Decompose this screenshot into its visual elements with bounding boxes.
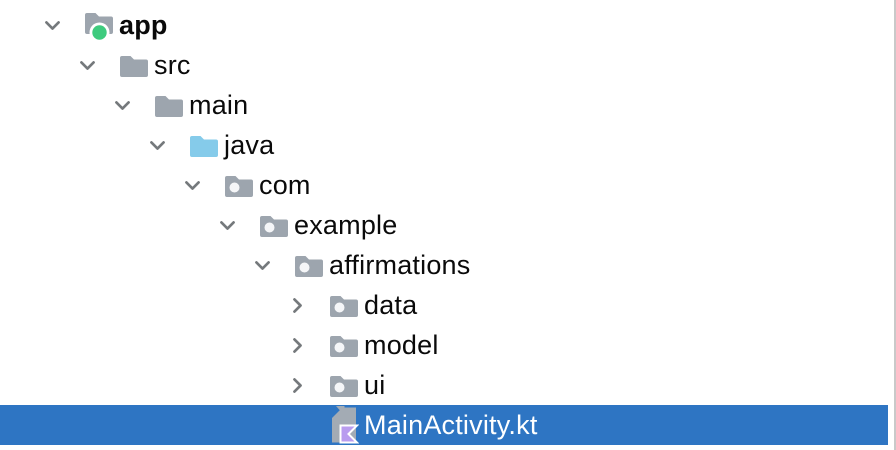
project-tree: app src main java com example affirmatio… xyxy=(0,5,888,445)
chevron-spacer xyxy=(285,405,309,445)
package-icon xyxy=(259,205,289,245)
package-icon xyxy=(329,325,359,365)
chevron-down-icon[interactable] xyxy=(75,45,99,85)
tree-row-src[interactable]: src xyxy=(0,45,888,85)
package-icon xyxy=(294,245,324,285)
tree-row-data[interactable]: data xyxy=(0,285,888,325)
chevron-down-icon[interactable] xyxy=(250,245,274,285)
package-icon xyxy=(329,365,359,405)
chevron-right-icon[interactable] xyxy=(285,285,309,325)
chevron-down-icon[interactable] xyxy=(215,205,239,245)
kotlin-file-icon xyxy=(329,405,359,445)
chevron-right-icon[interactable] xyxy=(285,325,309,365)
tree-row-app[interactable]: app xyxy=(0,5,888,45)
package-icon xyxy=(224,165,254,205)
package-icon xyxy=(329,285,359,325)
tree-row-ui[interactable]: ui xyxy=(0,365,888,405)
tree-row-model[interactable]: model xyxy=(0,325,888,365)
chevron-right-icon[interactable] xyxy=(285,365,309,405)
chevron-down-icon[interactable] xyxy=(180,165,204,205)
source-folder-icon xyxy=(189,125,219,165)
tree-row-main[interactable]: main xyxy=(0,85,888,125)
modified-folder-icon xyxy=(84,5,114,45)
tree-row-com[interactable]: com xyxy=(0,165,888,205)
tree-row-java[interactable]: java xyxy=(0,125,888,165)
chevron-down-icon[interactable] xyxy=(110,85,134,125)
chevron-down-icon[interactable] xyxy=(145,125,169,165)
chevron-down-icon[interactable] xyxy=(40,5,64,45)
tree-row-mainactivity-kt[interactable]: MainActivity.kt xyxy=(0,405,888,445)
tree-row-affirmations[interactable]: affirmations xyxy=(0,245,888,285)
folder-icon xyxy=(154,85,184,125)
tree-row-example[interactable]: example xyxy=(0,205,888,245)
folder-icon xyxy=(119,45,149,85)
